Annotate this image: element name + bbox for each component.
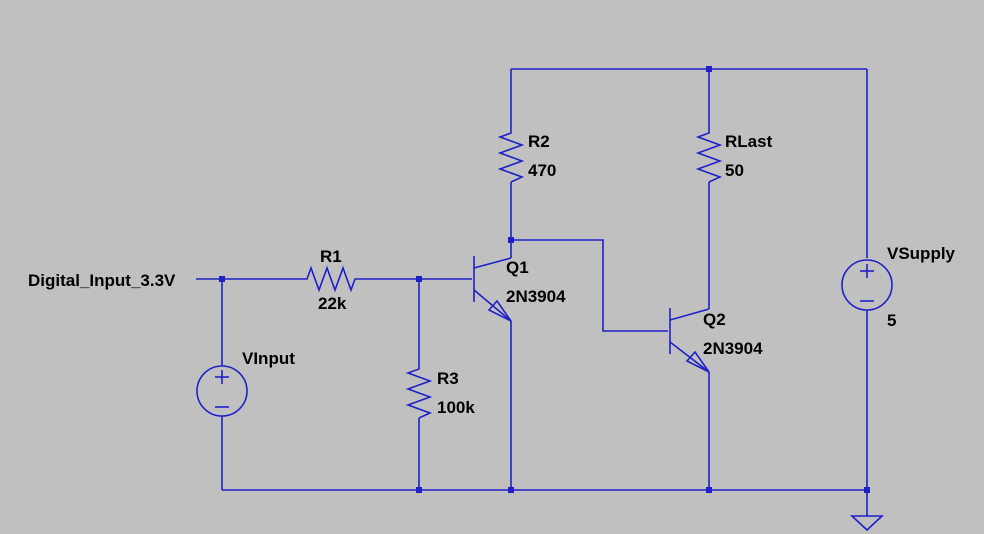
transistor-q1[interactable] [473,256,512,322]
voltage-source-icon [196,365,248,417]
r1-name[interactable]: R1 [320,247,342,266]
r1-value[interactable]: 22k [318,294,347,313]
junction-dot [864,487,870,493]
voltage-source-vsupply[interactable] [841,259,893,311]
r3-value[interactable]: 100k [437,398,475,417]
voltage-source-icon [841,259,893,311]
junction-dot [416,276,422,282]
vsupply-name[interactable]: VSupply [887,244,956,263]
q2-name[interactable]: Q2 [703,310,726,329]
rlast-value[interactable]: 50 [725,161,744,180]
resistor-r2[interactable] [497,128,525,183]
vinput-name[interactable]: VInput [242,349,295,368]
r3-name[interactable]: R3 [437,369,459,388]
q2-collector-lead [669,308,710,321]
resistor-r3[interactable] [405,364,433,419]
resistor-icon [695,128,723,183]
emitter-arrow-icon [685,350,710,373]
emitter-arrow-icon [487,299,512,322]
r2-value[interactable]: 470 [528,161,556,180]
wire-q1c-q2b[interactable] [511,239,668,332]
transistor-q2[interactable] [669,308,710,373]
resistor-r1[interactable] [302,265,365,293]
resistor-rlast[interactable] [695,128,723,183]
q2-model[interactable]: 2N3904 [703,339,763,358]
r2-name[interactable]: R2 [528,132,550,151]
q1-collector-lead [473,257,512,269]
q1-model[interactable]: 2N3904 [506,287,566,306]
junctions [219,66,870,493]
rlast-name[interactable]: RLast [725,132,773,151]
resistor-icon [497,128,525,183]
resistor-icon [302,265,365,293]
vsupply-value[interactable]: 5 [887,311,896,330]
junction-dot [706,66,712,72]
ground-icon[interactable] [849,515,885,532]
junction-dot [219,276,225,282]
junction-dot [508,237,514,243]
junction-dot [508,487,514,493]
net-label-input[interactable]: Digital_Input_3.3V [28,271,176,290]
wires [196,68,868,516]
voltage-source-vinput[interactable] [196,365,248,417]
labels: Digital_Input_3.3V R1 22k R2 470 RLast 5… [28,132,956,417]
resistor-icon [405,364,433,419]
q1-name[interactable]: Q1 [506,258,529,277]
junction-dot [416,487,422,493]
junction-dot [706,487,712,493]
